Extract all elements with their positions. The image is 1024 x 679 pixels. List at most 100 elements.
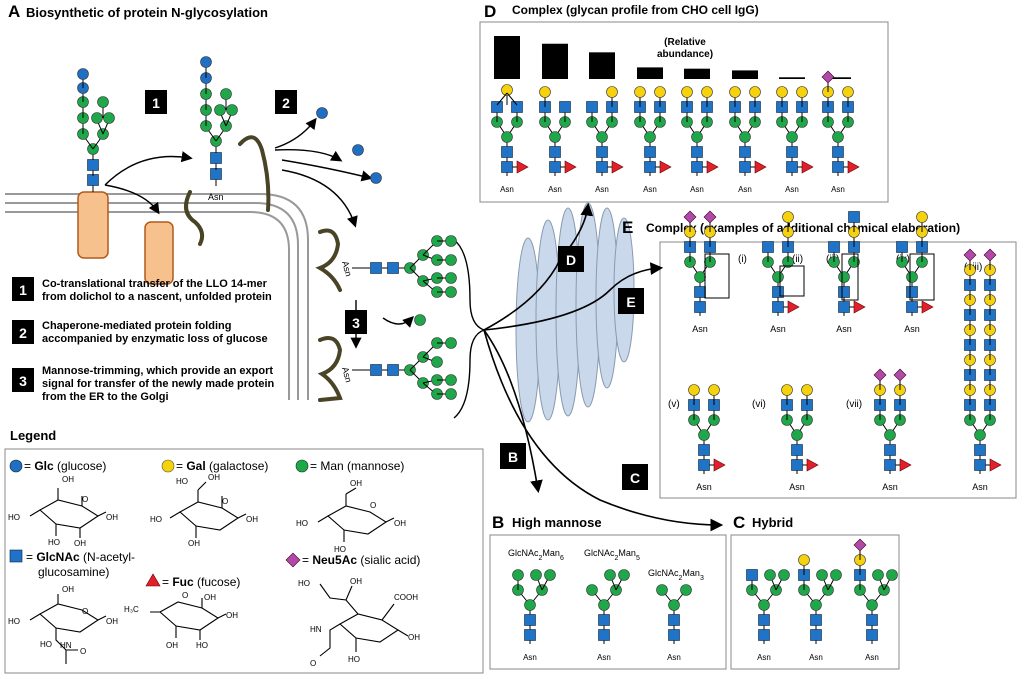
fucose-triangle [899, 458, 912, 472]
asn-label: Asn [882, 482, 898, 492]
glcnac-square [370, 262, 382, 274]
sialic-acid-diamond [893, 368, 907, 382]
released-mannose [414, 314, 426, 326]
glcnac-square [762, 241, 774, 253]
glcnac-square [370, 364, 382, 376]
step1-line2: from dolichol to a nascent, unfolded pro… [42, 291, 272, 303]
core-mannose [501, 131, 513, 143]
core-mannose [758, 599, 770, 611]
abundance-bar [779, 77, 805, 79]
glcnac-square [838, 301, 850, 313]
galactose [729, 86, 741, 98]
core-mannose [884, 429, 896, 441]
glcnac-square [559, 101, 571, 113]
glcnac-square [644, 161, 656, 173]
fucose-triangle [713, 458, 726, 472]
asn-label: Asn [770, 324, 786, 334]
glcnac-square [772, 286, 784, 298]
asn-label: Asn [692, 324, 708, 334]
galactose [798, 554, 810, 566]
glcnac-square [828, 241, 840, 253]
step2-list-number: 2 [19, 325, 27, 341]
mannose [103, 112, 115, 124]
label-man3: GlcNAc2Man3 [648, 568, 704, 582]
glcnac-symbol [9, 549, 23, 563]
svg-text:OH: OH [62, 585, 74, 594]
mannose [97, 96, 109, 108]
svg-text:HO: HO [296, 519, 308, 528]
arrow-e-label: E [626, 294, 635, 310]
released-glucose [370, 172, 382, 184]
glucose-structure [29, 488, 107, 538]
galactose [634, 86, 646, 98]
glcnac-square [491, 101, 503, 113]
asn-label: Asn [696, 482, 712, 492]
modification-box [704, 253, 730, 299]
glcnac-square [511, 101, 523, 113]
abundance-bar [637, 67, 663, 79]
glcnac-square [786, 161, 798, 173]
glcnac-square [87, 174, 99, 186]
fucose-triangle [853, 300, 866, 314]
glcnac-square [501, 161, 513, 173]
step3-box-number: 3 [352, 315, 360, 331]
galactose [916, 211, 928, 223]
mannose [872, 569, 884, 581]
step3-line3: from the ER to the Golgi [42, 391, 169, 403]
core-mannose [810, 599, 822, 611]
sialic-acid-diamond [873, 368, 887, 382]
fucose-triangle [754, 160, 767, 174]
svg-text:HO: HO [196, 641, 208, 650]
ost-box [144, 221, 174, 285]
svg-text:OH: OH [188, 539, 200, 548]
galactose [776, 86, 788, 98]
neu5ac-symbol [285, 552, 301, 568]
svg-text:OH: OH [408, 633, 420, 642]
abundance-label-2: abundance) [657, 49, 713, 60]
chemical-structures: OH HO HO OH OH O HO OH HO OH OH O OH HO … [8, 473, 420, 668]
svg-text:OH: OH [246, 515, 258, 524]
glcnac-square [758, 614, 770, 626]
asn-label: Asn [972, 482, 988, 492]
panel-e-title-rest: (examples of additional chemical elabora… [700, 221, 960, 235]
sialic-acid-diamond [983, 248, 997, 262]
label-vii: (vii) [846, 399, 862, 410]
mannose [512, 569, 524, 581]
asn-label-a2: Asn [340, 260, 354, 278]
er-membrane [5, 193, 309, 400]
glcnac-square [524, 629, 536, 641]
abundance-label-1: (Relative [664, 37, 706, 48]
glcnac-square [786, 146, 798, 158]
step2-line1: Chaperone-mediated protein folding [42, 320, 231, 332]
gal-symbol [161, 459, 175, 473]
glcnac-square [791, 459, 803, 471]
glcnac-square [838, 286, 850, 298]
pathway-letter-boxes: D E B C [500, 246, 648, 490]
svg-text:HO: HO [40, 640, 52, 649]
galactose [701, 86, 713, 98]
mannose [445, 388, 457, 400]
step3-line1: Mannose-trimming, which provide an expor… [42, 365, 273, 377]
glcnac-square [791, 444, 803, 456]
mannose [226, 104, 238, 116]
panel-c-letter: C [733, 513, 745, 532]
core-mannose [598, 599, 610, 611]
asn-label: Asn [523, 653, 537, 662]
neu5ac-legend-text: = Neu5Ac (sialic acid) [302, 553, 420, 567]
glc-legend-text: = Glc (glucose) [24, 459, 106, 473]
svg-text:COOH: COOH [394, 593, 418, 602]
glcnac-square [974, 444, 986, 456]
galactose [539, 86, 551, 98]
glcnac-square [746, 569, 758, 581]
sialic-acid-diamond [703, 210, 717, 224]
glcnac-square [87, 159, 99, 171]
abundance-bar [589, 52, 615, 79]
asn-label: Asn [809, 653, 823, 662]
glcnac-square [832, 161, 844, 173]
galactose [801, 384, 813, 396]
asn-label: Asn [595, 185, 609, 194]
asn-label: Asn [667, 653, 681, 662]
step1-line1: Co-translational transfer of the LLO 14-… [42, 278, 268, 290]
core-mannose [772, 271, 784, 283]
glcnac-square [387, 262, 399, 274]
